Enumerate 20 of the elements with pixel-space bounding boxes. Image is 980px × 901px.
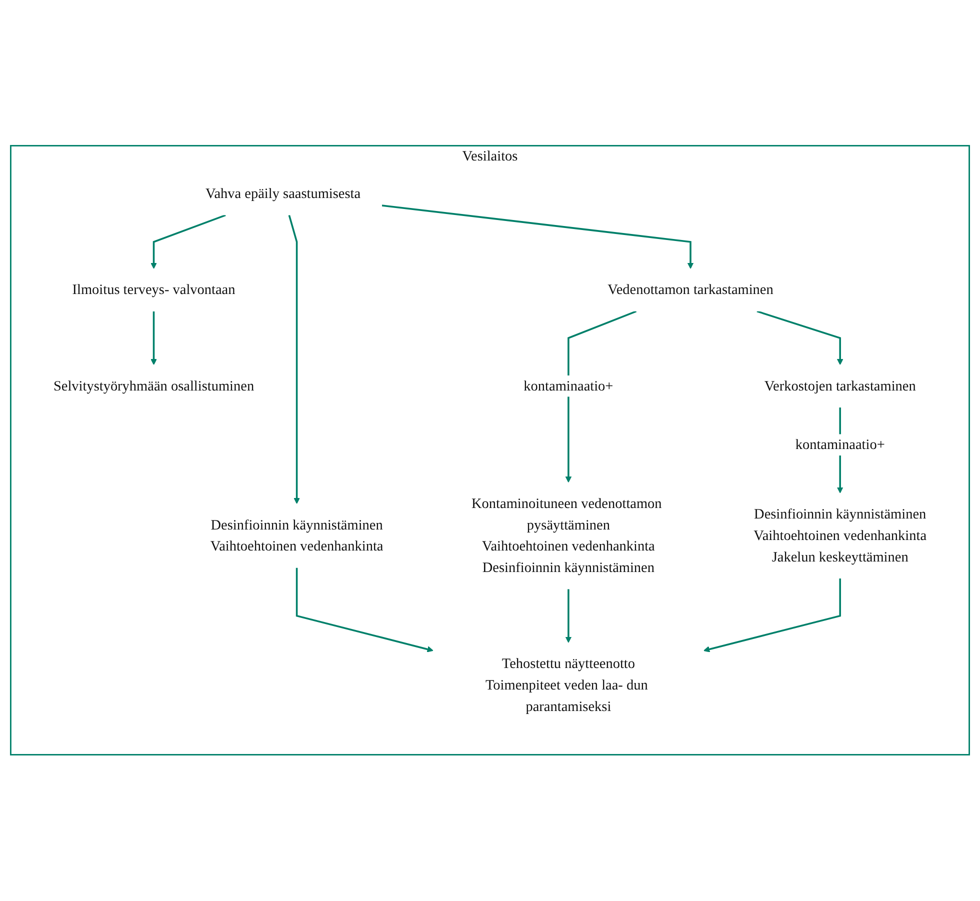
node-text: Vahva epäily saastumisesta — [205, 186, 361, 202]
node-text: Tehostettu näytteenotto Toimenpiteet veden laa- dun parantamiseksi — [485, 656, 648, 715]
node-text: Desinfioinnin käynnistäminen Vaihtoehtoinen vedenhankinta — [210, 517, 384, 554]
node-text: Selvitystyöryhmään osallistuminen — [53, 378, 254, 394]
arrow — [565, 589, 572, 644]
node-text: Ilmoitus terveys- valvontaan — [72, 282, 236, 298]
arrow — [288, 215, 300, 504]
arrow — [382, 204, 694, 270]
arrow — [565, 310, 637, 483]
node-text: Desinfioinnin käynnistäminen Vaihtoehtoinen vedenhankinta Jakelun keskeyttäminen — [754, 506, 927, 566]
node-text: Kontaminoituneen vedenottamon pysäyttäminen Vaihtoehtoinen vedenhankinta Desinfioinnin käynnistäminen — [472, 496, 662, 576]
node-text: Vedenottamon tarkastaminen — [608, 282, 774, 298]
node-text: Verkostojen tarkastaminen — [764, 378, 916, 394]
edge-label: kontaminaatio+ — [795, 437, 885, 453]
arrow — [704, 578, 841, 653]
arrow — [150, 214, 226, 270]
arrow — [296, 568, 434, 653]
edge-label: kontaminaatio+ — [524, 378, 614, 394]
arrow — [756, 310, 844, 366]
arrow — [150, 312, 157, 366]
